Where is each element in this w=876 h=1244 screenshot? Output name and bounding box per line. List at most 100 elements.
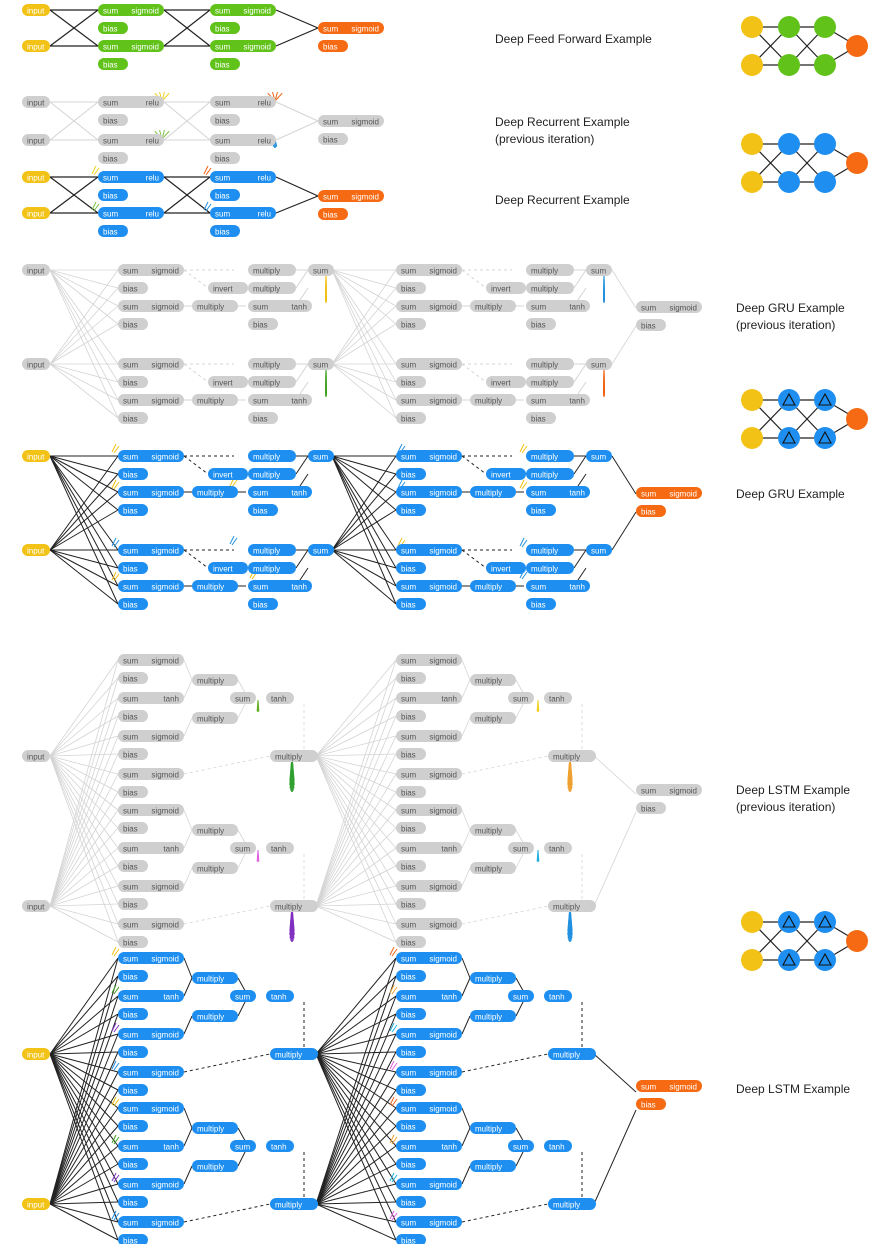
gru-prev-l1-c2-candidate-pill	[248, 394, 312, 406]
lstm-prev-in-edge	[49, 809, 119, 907]
ff-output-pill	[318, 22, 384, 34]
tick-mark	[203, 201, 209, 211]
tick-mark	[111, 1134, 117, 1144]
tick-mark	[391, 1136, 398, 1145]
icon-input-node	[741, 171, 763, 193]
lstm-prev-l1-c1-cell-bias-text: bias	[123, 712, 138, 721]
gru-prev-l2-c1-reset-multiply-text: multiply	[475, 302, 502, 311]
gru-prev-mid-edge	[331, 269, 397, 365]
gru-prev-l1-c1-reset-gate-pill	[118, 300, 184, 312]
edge	[461, 1127, 471, 1147]
rec-prev-l1-n2-bias-pill	[98, 152, 128, 164]
lstm-prev-output-activation-text: sigmoid	[669, 786, 697, 795]
edge	[183, 1165, 193, 1185]
icon-output-node	[846, 408, 868, 430]
gru-prev-l1-c2-update-bias-text: bias	[123, 378, 138, 387]
lstm-prev-l2-c2-cell-bias-text: bias	[401, 862, 416, 871]
gru-prev-l1-c1-update-bias-text: bias	[123, 284, 138, 293]
lstm-l2-c2-output-bias-pill	[396, 1234, 426, 1244]
gru-l1-c2-update-bias-pill	[118, 562, 148, 574]
gru-l2-c2-multiply-b-text: multiply	[531, 564, 558, 573]
lstm-l1-c2-forget-gate-activation-text: sigmoid	[151, 1180, 179, 1189]
gru-prev-l2-c2-reset-bias-text: bias	[401, 414, 416, 423]
gru-prev-output-activation-text: sigmoid	[669, 303, 697, 312]
lstm-l1-c1-input-bias-text: bias	[123, 972, 138, 981]
gru-in-edge	[49, 455, 119, 511]
gru-l2-c2-reset-gate-pill	[396, 580, 462, 592]
gru-output-activation-text: sigmoid	[669, 489, 697, 498]
ff-l1-n2-bias-pill	[98, 58, 128, 70]
lstm-prev-l1-c1-output-gate-sum-text: sum	[123, 770, 138, 779]
ff-input-2-pill	[22, 40, 50, 52]
gru-input-1-pill	[22, 450, 50, 462]
tick-mark	[205, 167, 212, 176]
icon-input-node	[741, 389, 763, 411]
gru-l1-c1-candidate-sum-text: sum	[253, 488, 268, 497]
lstm-l2-c1-cell-tanh-text: tanh	[549, 992, 565, 1001]
lstm-prev-l2-c2-output-gate-activation-text: sigmoid	[429, 920, 457, 929]
gru-l1-c2-candidate-activation-text: tanh	[291, 582, 307, 591]
edge	[295, 549, 309, 569]
lstm-prev-l2-c1-cell-bias-text: bias	[401, 712, 416, 721]
gru-prev-l1-c2-sum-out-pill	[308, 358, 334, 370]
gru-prev-l1-c1-update-gate-activation-text: sigmoid	[151, 266, 179, 275]
gru-mid-edge	[331, 549, 397, 587]
icon-input-node	[741, 911, 763, 933]
rec-l2-n1-pill	[210, 171, 276, 183]
lstm-prev-l2-c1-input-gate-pill	[396, 654, 462, 666]
rec-prev-l1-n1-bias-text: bias	[103, 116, 118, 125]
gru-prev-label: Deep GRU Example (previous iteration)	[736, 300, 845, 334]
lstm-prev-mid-edge	[315, 659, 397, 757]
lstm-prev-l1-c2-forget-gate-activation-text: sigmoid	[151, 882, 179, 891]
lstm-in-edge	[49, 1033, 119, 1055]
icon-hidden-node	[814, 389, 836, 411]
lstm-prev-l1-c2-multiply-forget-pill	[192, 862, 238, 874]
rec-prev-l2-n2-bias-text: bias	[215, 154, 230, 163]
lstm-prev-in-edge	[49, 659, 119, 757]
edge	[593, 1109, 637, 1205]
lstm-prev-l2-c1-forget-gate-sum-text: sum	[401, 732, 416, 741]
lstm-prev-l1-c2-output-bias-text: bias	[123, 938, 138, 947]
edge	[461, 755, 549, 775]
lstm-mid-edge	[315, 1033, 397, 1205]
lstm-l1-c2-output-bias-text: bias	[123, 1236, 138, 1244]
gru-prev-label-line1: Deep GRU Example	[736, 301, 845, 315]
gru-l1-c2-update-bias-text: bias	[123, 564, 138, 573]
gru-mid-edge	[331, 549, 397, 569]
lstm-prev-l2-c2-multiply-forget-text: multiply	[475, 864, 502, 873]
gru-l2-c2-reset-bias-pill	[396, 598, 426, 610]
edge	[461, 1053, 549, 1073]
tick-mark	[93, 167, 100, 176]
gru-l2-c1-reset-gate-pill	[396, 486, 462, 498]
gru-l1-c1-update-bias-pill	[118, 468, 148, 480]
edge	[295, 455, 309, 475]
icon-gate-triangle	[782, 392, 796, 406]
tick-mark	[113, 1174, 120, 1183]
lstm-l2-c1-input-gate-pill	[396, 952, 462, 964]
edge	[611, 511, 637, 551]
gru-l1-c1-invert-text: invert	[213, 470, 233, 479]
rec-output-sum-text: sum	[323, 192, 338, 201]
gru-prev-l2-c1-candidate-sum-text: sum	[531, 302, 546, 311]
lstm-input-1-text: input	[27, 1050, 45, 1059]
lstm-prev-l2-c1-output-bias-pill	[396, 786, 426, 798]
gru-prev-l1-c2-multiply-b-pill	[248, 376, 296, 388]
lstm-prev-l1-c1-cell-sum-text: sum	[235, 694, 250, 703]
lstm-mid-edge	[315, 975, 397, 1055]
lstm-l2-c2-input-gate-sum-text: sum	[401, 1104, 416, 1113]
tick-mark	[91, 201, 97, 211]
gru-prev-l2-c1-update-bias-pill	[396, 282, 426, 294]
edge	[461, 549, 487, 569]
edge	[163, 9, 211, 47]
tick-mark	[111, 1022, 117, 1032]
lstm-prev-l2-c1-multiply-input-text: multiply	[475, 676, 502, 685]
lstm-in-edge	[49, 975, 119, 1055]
lstm-l1-c2-hidden-multiply-text: multiply	[275, 1200, 302, 1209]
rec-l2-n2-pill	[210, 207, 276, 219]
lstm-prev-l1-c2-forget-bias-pill	[118, 898, 148, 910]
icon-hidden-node	[814, 427, 836, 449]
ff-l1-n2-activation-text: sigmoid	[131, 42, 159, 51]
gru-output-bias-pill	[636, 505, 666, 517]
lstm-l2-c2-output-gate-activation-text: sigmoid	[429, 1218, 457, 1227]
lstm-prev-input-2-pill	[22, 900, 50, 912]
